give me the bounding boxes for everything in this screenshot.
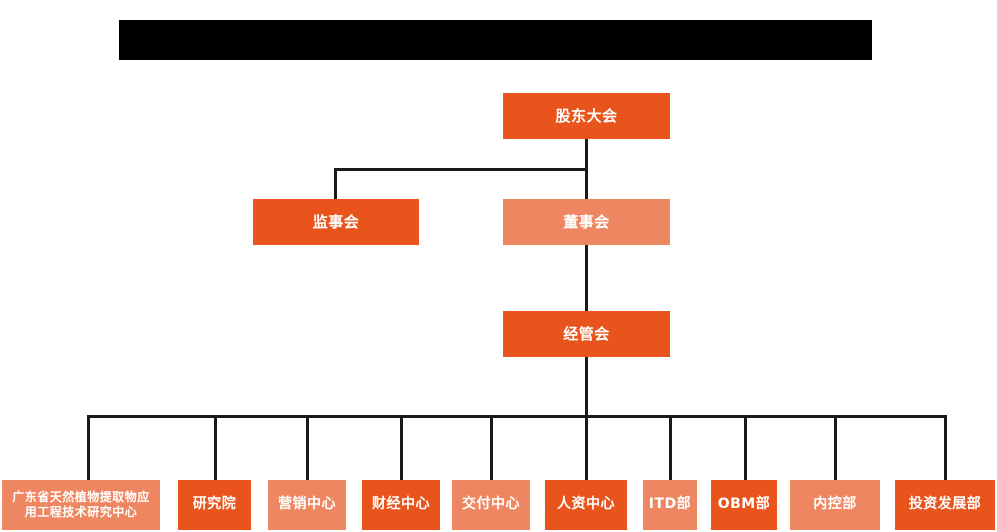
org-node-research-institute[interactable]: 研究院 <box>178 480 251 530</box>
org-node-hr-center[interactable]: 人资中心 <box>545 480 627 530</box>
connector-drop-to-hr <box>585 415 588 480</box>
org-node-management-committee[interactable]: 经管会 <box>503 311 670 357</box>
connector-drop-to-investment <box>944 415 947 480</box>
connector-drop-to-obm <box>744 415 747 480</box>
org-node-label-supervisory-board: 监事会 <box>312 212 360 231</box>
org-node-label-itd-department: ITD部 <box>648 496 692 513</box>
connector-management-to-bar <box>585 357 588 417</box>
org-node-board-of-directors[interactable]: 董事会 <box>503 199 670 245</box>
org-node-label-delivery-center: 交付中心 <box>462 496 520 513</box>
org-node-label-obm-department: OBM部 <box>717 496 771 513</box>
org-node-label-research-institute: 研究院 <box>192 496 237 513</box>
connector-drop-to-delivery <box>490 415 493 480</box>
org-node-itd-department[interactable]: ITD部 <box>643 480 697 530</box>
org-node-investment-development[interactable]: 投资发展部 <box>895 480 995 530</box>
org-node-obm-department[interactable]: OBM部 <box>711 480 777 530</box>
org-node-finance-center[interactable]: 财经中心 <box>362 480 440 530</box>
org-node-shareholders-meeting[interactable]: 股东大会 <box>503 93 670 139</box>
connector-board-to-management <box>585 245 588 312</box>
org-node-label-management-committee: 经管会 <box>563 324 610 343</box>
org-node-supervisory-board[interactable]: 监事会 <box>253 199 419 245</box>
org-node-label-hr-center: 人资中心 <box>557 496 615 513</box>
connector-drop-to-finance <box>400 415 403 480</box>
org-node-label-marketing-center: 营销中心 <box>278 496 336 513</box>
connector-drop-to-marketing <box>306 415 309 480</box>
connector-drop-to-supervisory-board <box>334 168 337 201</box>
connector-drop-to-internal-control <box>834 415 837 480</box>
org-node-label-investment-development: 投资发展部 <box>908 496 982 513</box>
org-node-internal-control-dept[interactable]: 内控部 <box>790 480 880 530</box>
connector-drop-to-board-directors <box>585 168 588 201</box>
org-node-label-guangdong-research-center: 广东省天然植物提取物应 用工程技术研究中心 <box>12 490 150 519</box>
redacted-title-bar <box>119 20 872 60</box>
org-node-marketing-center[interactable]: 营销中心 <box>268 480 346 530</box>
connector-drop-to-itd <box>669 415 672 480</box>
org-node-guangdong-research-center[interactable]: 广东省天然植物提取物应 用工程技术研究中心 <box>2 480 160 530</box>
org-node-label-finance-center: 财经中心 <box>372 496 430 513</box>
org-node-label-board-of-directors: 董事会 <box>563 212 610 231</box>
connector-level4-horizontal-bar <box>87 415 947 418</box>
connector-level2-horizontal-bar <box>334 168 587 171</box>
connector-drop-to-research-center <box>87 415 90 480</box>
connector-drop-to-research-inst <box>214 415 217 480</box>
org-node-label-internal-control-dept: 内控部 <box>813 496 857 513</box>
org-node-delivery-center[interactable]: 交付中心 <box>452 480 530 530</box>
org-node-label-shareholders-meeting: 股东大会 <box>555 106 618 125</box>
connector-shareholders-to-split <box>585 139 588 171</box>
